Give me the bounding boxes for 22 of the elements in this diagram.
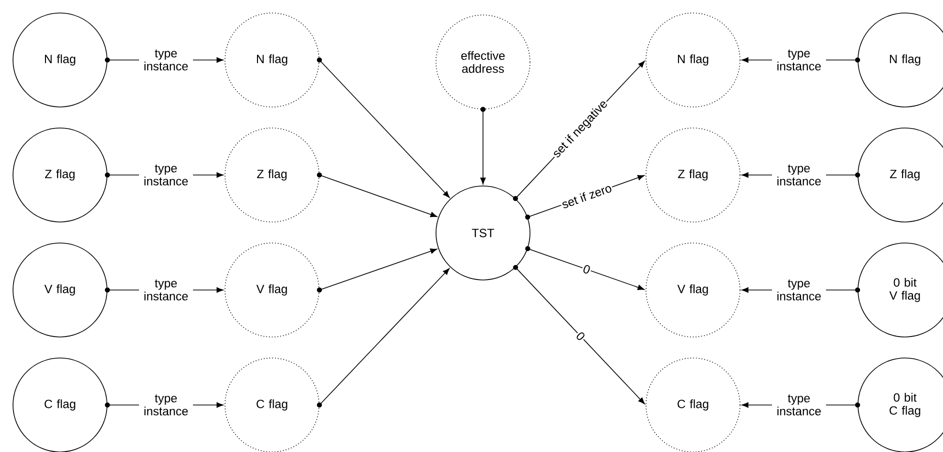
edge-label: type instance bbox=[772, 48, 826, 72]
arrow bbox=[513, 264, 646, 405]
arrow bbox=[316, 58, 450, 199]
edge-label: set if zero bbox=[559, 182, 614, 210]
edge-label: type instance bbox=[139, 278, 193, 302]
circle-node: TST bbox=[436, 186, 530, 280]
arrow bbox=[316, 267, 450, 408]
edge-label: 0 bbox=[574, 329, 588, 343]
arrow bbox=[316, 248, 438, 292]
arrow bbox=[316, 172, 438, 218]
circle-node: Z flag bbox=[12, 128, 108, 222]
circle-node: N flag bbox=[12, 12, 108, 108]
edge-label: type instance bbox=[139, 164, 193, 186]
edge-label: type instance bbox=[772, 278, 826, 302]
edge-label: type instance bbox=[772, 164, 826, 186]
arrow bbox=[480, 106, 486, 186]
edge-label: type instance bbox=[772, 394, 826, 416]
arrow bbox=[525, 246, 646, 290]
edge-label: 0 bbox=[580, 262, 592, 276]
edge-label: type instance bbox=[139, 394, 193, 416]
circle-node: V flag bbox=[12, 242, 108, 338]
edge-label: type instance bbox=[139, 48, 193, 72]
